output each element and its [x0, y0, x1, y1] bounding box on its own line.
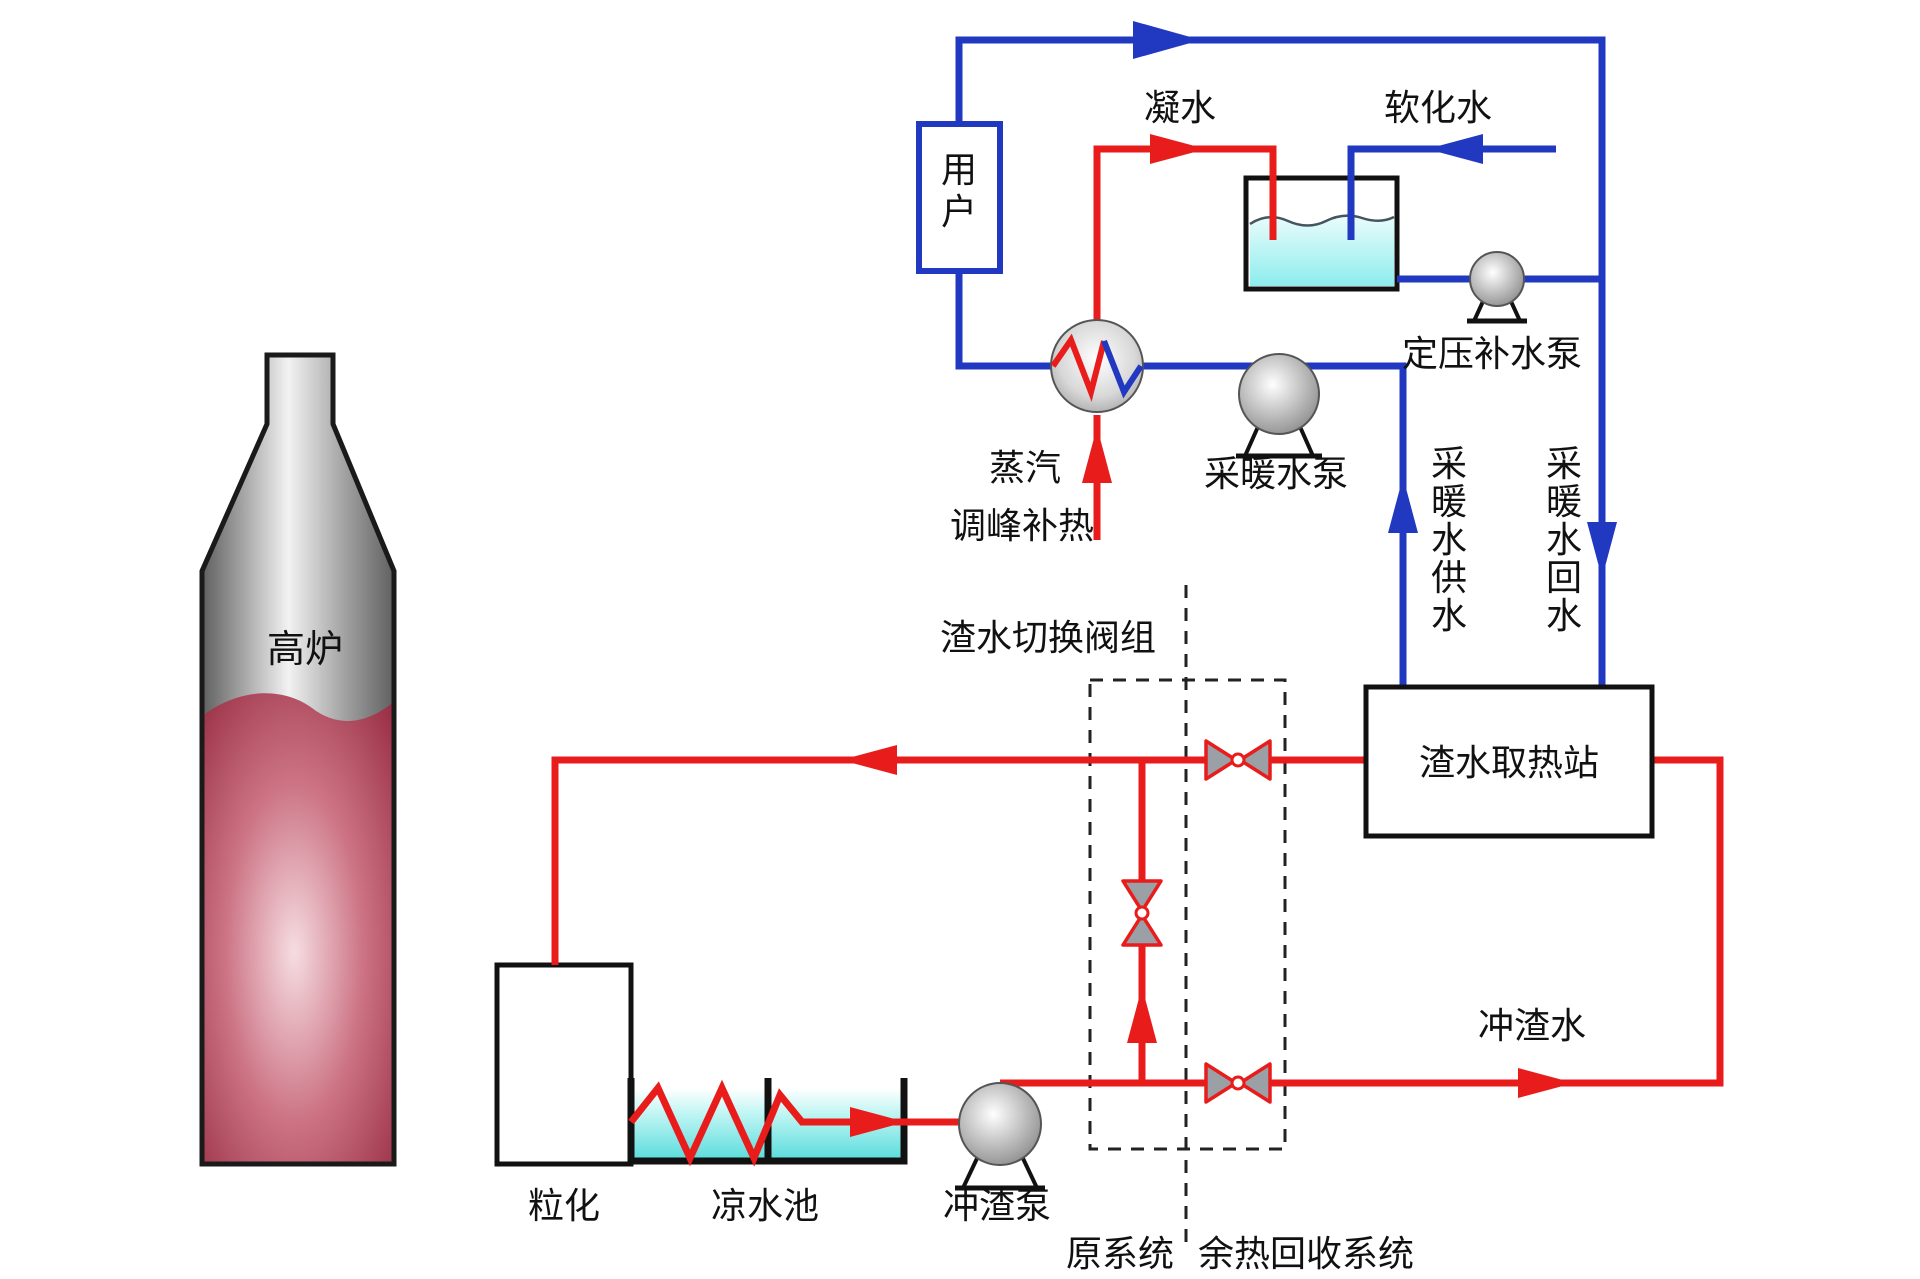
makeup-pump-label: 定压补水泵 [1402, 333, 1582, 374]
heating-return-label: 采暖水回水 [1546, 443, 1582, 636]
recovery-system-label: 余热回收系统 [1198, 1233, 1414, 1274]
user-box [916, 121, 1003, 274]
heat-exchanger [1050, 319, 1144, 413]
steam-label: 蒸汽 [989, 447, 1061, 488]
heat-exchanger-coil-hot [1050, 333, 1107, 402]
heating-pump-body [1238, 353, 1320, 435]
arrow-valve-branch-icon [1127, 987, 1157, 1043]
labels: 高炉 粒化 凉水池 冲渣泵 渣水切换阀组 原系统 余热回收系统 渣水取热站 用户… [267, 87, 1599, 1274]
slag-pump-label: 冲渣泵 [943, 1185, 1051, 1226]
heating-pump [1236, 353, 1322, 459]
makeup-pump-body [1469, 251, 1525, 307]
slag-pump [955, 1082, 1045, 1191]
cooling-pool-label: 凉水池 [711, 1185, 819, 1226]
arrow-condensate-icon [1150, 134, 1206, 164]
peak-shaving-label: 调峰补热 [950, 505, 1094, 546]
user-label: 用户 [941, 149, 977, 232]
softened-water-label: 软化水 [1384, 87, 1492, 128]
heat-exchanger-coil-cold [1101, 339, 1144, 399]
heating-pump-label: 采暖水泵 [1204, 453, 1348, 494]
tank-water [1250, 215, 1394, 286]
granulation-box [494, 962, 634, 1167]
valve-branch-icon [1121, 879, 1163, 947]
pipe-heating-return [955, 36, 1606, 690]
blast-furnace [199, 352, 397, 1167]
granulation-label: 粒化 [528, 1185, 600, 1226]
valve-slag-return-icon [1204, 1062, 1272, 1104]
arrow-slag-supply-icon [841, 745, 897, 775]
pipe-slag-water-return [1000, 756, 1724, 1087]
heat-station-box [1363, 684, 1655, 839]
pipe-slag-water-supply [551, 756, 1366, 965]
slag-flushing-water-label: 冲渣水 [1478, 1005, 1586, 1046]
original-system-label: 原系统 [1066, 1233, 1174, 1274]
pipe-pool-zigzag [628, 1079, 1000, 1167]
heat-station-label: 渣水取热站 [1419, 742, 1599, 783]
makeup-water-tank [1243, 175, 1400, 292]
pressure-makeup-pump [1467, 251, 1527, 324]
valve-group-label: 渣水切换阀组 [940, 617, 1156, 658]
tank-water-surface [1249, 214, 1395, 227]
arrow-steam-icon [1082, 427, 1112, 483]
arrow-return-top-icon [1133, 21, 1201, 59]
valve-slag-supply-icon [1204, 739, 1272, 781]
arrow-heating-return-icon [1587, 522, 1617, 578]
blast-furnace-outline [199, 352, 397, 1167]
blast-furnace-label: 高炉 [267, 629, 343, 671]
arrow-softened-water-icon [1427, 134, 1483, 164]
blast-furnace-melt [202, 693, 394, 1164]
slag-pump-body [958, 1082, 1042, 1166]
arrow-pool-out-icon [850, 1107, 906, 1137]
arrow-heating-supply-icon [1388, 477, 1418, 533]
arrow-slag-return-icon [1518, 1068, 1574, 1098]
heating-supply-label: 采暖水供水 [1431, 443, 1467, 636]
pipe-softened-water [1347, 145, 1556, 240]
condensate-label: 凝水 [1144, 87, 1216, 128]
